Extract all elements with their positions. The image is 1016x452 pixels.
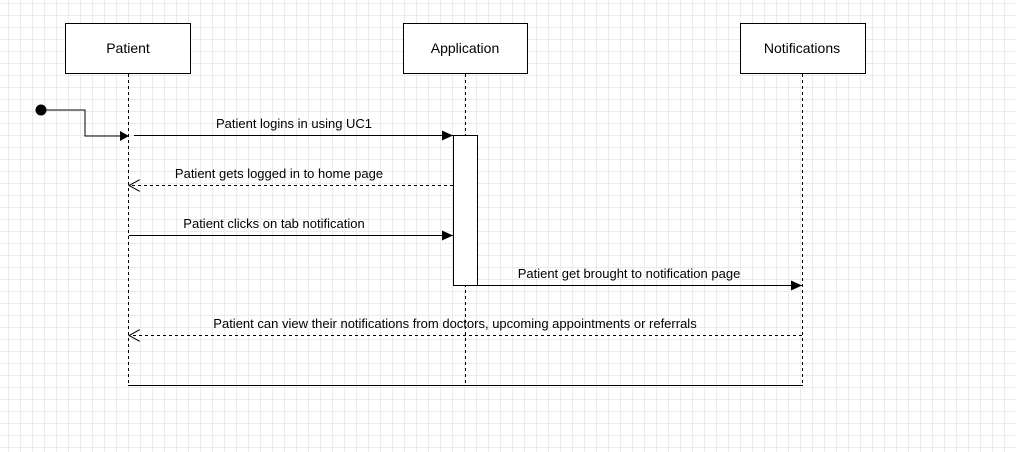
initial-connector[interactable] [41,109,122,137]
message-1[interactable]: Patient logins in using UC1 [134,116,453,141]
participant-application[interactable]: Application [403,23,528,74]
message-4[interactable]: Patient get brought to notification page [478,266,802,291]
message-5[interactable]: Patient can view their notifications fro… [129,316,802,336]
participant-notifications-label: Notifications [764,40,840,56]
participant-application-label: Application [431,40,500,56]
initial-connector-arrowhead [120,131,129,141]
message-5-label: Patient can view their notifications fro… [213,316,697,331]
participant-patient[interactable]: Patient [65,23,191,74]
activation-bar-application[interactable] [453,135,478,286]
message-1-label: Patient logins in using UC1 [216,116,372,131]
participant-patient-label: Patient [106,40,150,56]
message-4-label: Patient get brought to notification page [518,266,741,281]
message-3-label: Patient clicks on tab notification [183,216,364,231]
message-2[interactable]: Patient gets logged in to home page [129,166,453,186]
message-2-label: Patient gets logged in to home page [175,166,383,181]
participant-notifications[interactable]: Notifications [740,23,866,74]
message-3[interactable]: Patient clicks on tab notification [129,216,453,241]
